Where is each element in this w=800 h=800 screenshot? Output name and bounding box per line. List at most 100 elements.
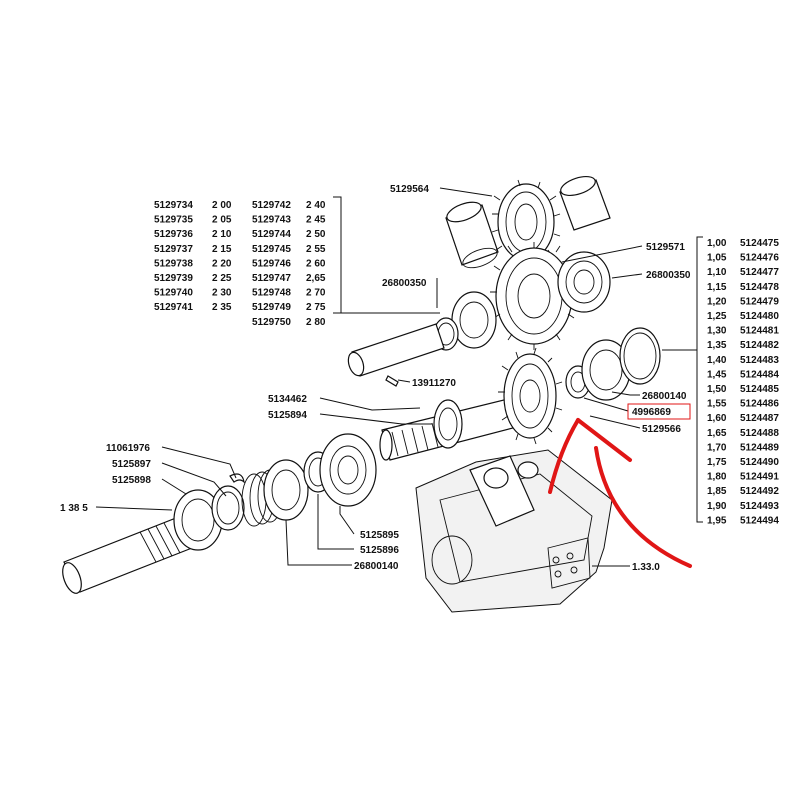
- right-table-size: 1,10: [707, 267, 727, 278]
- left-table-size: 2 15: [212, 244, 232, 255]
- right-table-part: 5124491: [740, 472, 779, 483]
- right-table-size: 1,05: [707, 253, 727, 264]
- left-table-size: 2 75: [306, 302, 326, 313]
- right-table-part: 5124484: [740, 369, 779, 380]
- highlight-arrow-shaft: [548, 418, 580, 494]
- left-table-size: 2 30: [212, 288, 232, 299]
- left-table-part: 5129734: [154, 200, 193, 211]
- highlight-box: [627, 403, 691, 420]
- left-table-part: 5129746: [252, 258, 291, 269]
- clip-11061976: [229, 473, 245, 484]
- left-table-size: 2 00: [212, 200, 232, 211]
- ring-5125897: [211, 485, 245, 531]
- right-table-part: 5124486: [740, 399, 779, 410]
- snap-ring-right: [619, 327, 661, 385]
- right-table-size: 1,75: [707, 457, 727, 468]
- right-table-size: 1,30: [707, 326, 727, 337]
- left-table-size: 2 80: [306, 317, 326, 328]
- bearing-26800140-bottom: [263, 459, 309, 521]
- bearing-26800350-right: [557, 251, 611, 313]
- right-table-size: 1,20: [707, 296, 727, 307]
- label-1-33-0: 1.33.0: [632, 562, 660, 573]
- left-shim-table: 5129734 2 00 5129735 2 05 5129736 2 10 5129737…: [154, 200, 326, 328]
- gear-5129571: [490, 242, 578, 350]
- right-table-part: 5124478: [740, 282, 779, 293]
- label-5129564: 5129564: [390, 184, 429, 195]
- left-table-size: 2 35: [212, 302, 232, 313]
- left-table-part: 5129742: [252, 200, 291, 211]
- label-5129566: 5129566: [642, 424, 681, 435]
- gear-5134462: [433, 399, 463, 449]
- left-table-part: 5129737: [154, 244, 193, 255]
- left-table-size: 2 20: [212, 258, 232, 269]
- right-table-part: 5124488: [740, 428, 779, 439]
- label-5134462: 5134462: [268, 394, 307, 405]
- left-table-bracket: [333, 196, 342, 314]
- label-4996869: 4996869: [632, 407, 671, 418]
- right-table-size: 1,40: [707, 355, 727, 366]
- left-table-size: 2 60: [306, 258, 326, 269]
- right-table-part: 5124479: [740, 296, 779, 307]
- label-5125897: 5125897: [112, 459, 151, 470]
- left-table-part: 5129736: [154, 229, 193, 240]
- right-table-size: 1,95: [707, 515, 727, 526]
- left-table-size: 2 45: [306, 215, 326, 226]
- label-5125896: 5125896: [360, 545, 399, 556]
- right-table-part: 5124476: [740, 253, 779, 264]
- right-table-part: 5124483: [740, 355, 779, 366]
- left-table-part: 5129743: [252, 215, 291, 226]
- left-table-part: 5129747: [252, 273, 291, 284]
- left-table-part: 5129741: [154, 302, 193, 313]
- label-5129571: 5129571: [646, 242, 685, 253]
- label-5125898: 5125898: [112, 475, 151, 486]
- label-5125895: 5125895: [360, 530, 399, 541]
- right-table-part: 5124492: [740, 486, 779, 497]
- label-26800350-right: 26800350: [646, 270, 691, 281]
- label-26800140-top: 26800140: [642, 391, 687, 402]
- right-shim-table: 1,00 5124475 1,05 5124476 1,10 5124477 1,15 512…: [707, 238, 779, 526]
- left-table-part: 5129750: [252, 317, 291, 328]
- left-table-part: 5129735: [154, 215, 193, 226]
- left-table-size: 2 70: [306, 288, 326, 299]
- label-13911270: 13911270: [412, 378, 456, 389]
- leader-lines: [95, 187, 643, 567]
- highlight-curve: [594, 446, 692, 568]
- label-1385: 1 38 5: [60, 503, 88, 514]
- left-table-part: 5129739: [154, 273, 193, 284]
- highlight-arrow-head: [576, 418, 632, 462]
- right-table-size: 1,50: [707, 384, 727, 395]
- right-table-part: 5124493: [740, 501, 779, 512]
- left-table-size: 2 05: [212, 215, 232, 226]
- left-table-part: 5129738: [154, 258, 193, 269]
- right-table-size: 1,15: [707, 282, 727, 293]
- pin-13911270: [385, 375, 399, 387]
- left-table-size: 2,65: [306, 273, 326, 284]
- label-5125894: 5125894: [268, 410, 307, 421]
- left-table-size: 2 10: [212, 229, 232, 240]
- left-table-size: 2 55: [306, 244, 326, 255]
- right-table-size: 1,65: [707, 428, 727, 439]
- bushing-top-left: [445, 201, 499, 269]
- right-table-part: 5124481: [740, 326, 779, 337]
- left-table-size: 2 40: [306, 200, 326, 211]
- right-table-part: 5124477: [740, 267, 779, 278]
- right-table-size: 1,80: [707, 472, 727, 483]
- right-table-part: 5124490: [740, 457, 779, 468]
- right-table-part: 5124480: [740, 311, 779, 322]
- left-table-part: 5129740: [154, 288, 193, 299]
- right-table-size: 1,00: [707, 238, 727, 249]
- right-table-size: 1,55: [707, 399, 727, 410]
- right-table-size: 1,60: [707, 413, 727, 424]
- gear-main: [498, 347, 563, 445]
- right-table-size: 1,85: [707, 486, 727, 497]
- left-table-part: 5129745: [252, 244, 291, 255]
- label-26800350-left: 26800350: [382, 278, 427, 289]
- left-table-part: 5129744: [252, 229, 291, 240]
- output-shaft-1385: [62, 517, 193, 594]
- housing-1-33-0: [415, 449, 613, 613]
- left-table-size: 2 25: [212, 273, 232, 284]
- right-table-part: 5124494: [740, 515, 779, 526]
- left-table-part: 5129749: [252, 302, 291, 313]
- right-table-part: 5124475: [740, 238, 779, 249]
